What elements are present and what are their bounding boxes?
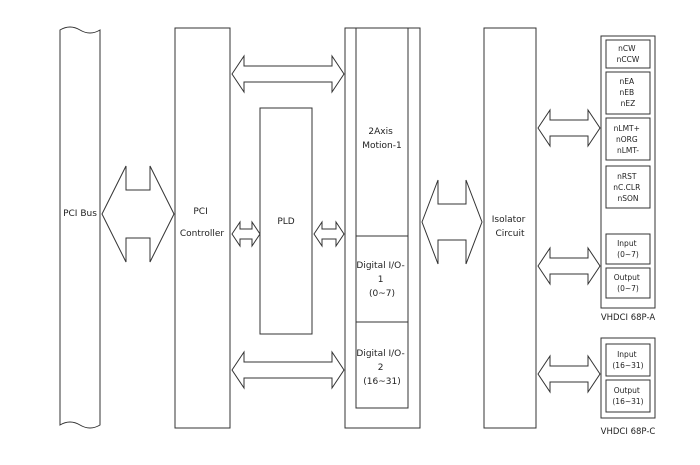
arrow-pld-dio [313, 220, 345, 248]
pci-controller-block [174, 27, 231, 429]
signal-group-4 [605, 165, 651, 209]
isolator-label: Isolator Circuit [492, 215, 528, 239]
arrow-controller-motion [231, 54, 345, 94]
pci-bus-block [59, 26, 101, 429]
pci-controller-label: PCI Controller [180, 207, 225, 239]
signal-group-3-text: nLMT+ nORG nLMT- [614, 124, 643, 155]
connector-a-caption: VHDCI 68P-A [601, 313, 656, 323]
arrow-isolator-io-a [537, 246, 601, 286]
connector-c-input [605, 343, 651, 377]
dio1-label: Digital I/O- 1 (0~7) [356, 261, 407, 299]
signal-group-3 [605, 117, 651, 161]
connector-c-caption: VHDCI 68P-C [601, 427, 656, 437]
connector-a-input-text: Input (0~7) [617, 239, 639, 259]
connector-c-output [605, 379, 651, 413]
dio2-label: Digital I/O- 2 (16~31) [356, 349, 407, 387]
arrow-controller-dio2 [231, 350, 345, 390]
connector-a-output [605, 267, 651, 299]
signal-group-2-text: nEA nEB nEZ [619, 77, 636, 108]
arrow-isolator-io-c [537, 354, 601, 394]
signal-group-2 [605, 71, 651, 115]
connector-c-input-text: Input (16~31) [612, 350, 643, 370]
motion-dio-inner [355, 27, 409, 409]
connector-c-output-text: Output (16~31) [612, 386, 643, 406]
pld-label: PLD [277, 217, 294, 227]
isolator-block [483, 27, 537, 429]
signal-group-1 [605, 39, 651, 69]
motion-label: 2Axis Motion-1 [362, 127, 402, 151]
pci-bus-label: PCI Bus [63, 209, 97, 219]
signal-group-1-text: nCW nCCW [617, 44, 640, 64]
arrow-isolator-signals [537, 108, 601, 148]
signal-group-4-text: nRST nC.CLR nSON [613, 172, 642, 203]
arrow-controller-pld [231, 220, 261, 248]
connector-a-output-text: Output (0~7) [614, 273, 642, 293]
pld-block [259, 107, 313, 335]
connector-a-input [605, 233, 651, 265]
arrow-dio-isolator [421, 179, 483, 265]
arrow-bus-controller [101, 165, 175, 263]
